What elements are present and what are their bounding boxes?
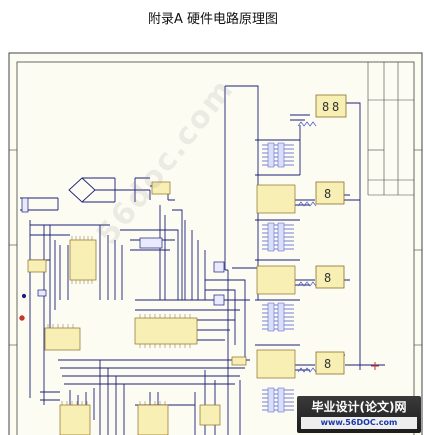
ic-u11 <box>256 265 296 295</box>
border-ticks <box>9 149 422 346</box>
page-title: 附录A 硬件电路原理图 <box>147 12 279 27</box>
ic-u7 <box>137 404 169 435</box>
ic-u2 <box>27 259 47 273</box>
display-3: 8 <box>315 265 345 289</box>
svg-text:8: 8 <box>324 271 331 285</box>
ic-u6 <box>59 404 91 435</box>
svg-text:8: 8 <box>324 357 331 371</box>
ic-u8 <box>199 404 221 426</box>
ic-u9 <box>231 356 247 366</box>
site-badge[interactable]: 毕业设计(论文)网 www.56DOC.com <box>297 396 421 433</box>
svg-text:8: 8 <box>324 187 331 201</box>
ic-mcu <box>134 317 198 345</box>
resistor-bodies <box>267 142 285 413</box>
ic-u10 <box>256 184 296 214</box>
ic-u12 <box>256 349 296 379</box>
small-components <box>21 197 225 306</box>
ic-u3 <box>69 239 97 281</box>
seven-segment-displays: 8 8 8 8 8 <box>315 94 347 375</box>
svg-text:8: 8 <box>332 100 339 114</box>
title-block <box>367 62 414 196</box>
svg-text:8: 8 <box>322 100 329 114</box>
badge-title: 毕业设计(论文)网 <box>311 400 407 414</box>
display-4: 8 <box>315 351 345 375</box>
ic-pins <box>47 236 191 405</box>
ic-u4 <box>44 327 81 351</box>
ic-u1 <box>151 181 171 195</box>
ic-chips <box>27 181 296 435</box>
red-marks <box>19 293 379 370</box>
badge-url[interactable]: www.56DOC.com <box>301 417 417 429</box>
display-1: 8 8 <box>315 94 347 118</box>
display-2: 8 <box>315 181 345 205</box>
